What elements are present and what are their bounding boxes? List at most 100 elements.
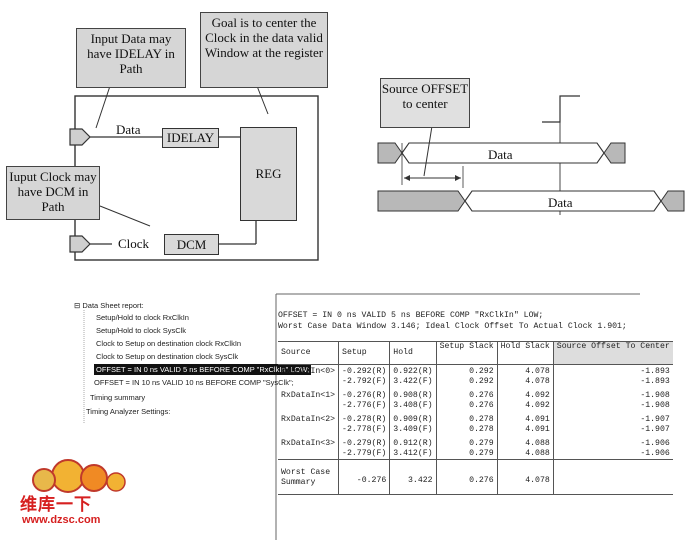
callout-input-clock: Iuput Clock may have DCM in Path xyxy=(6,166,100,220)
cell-setup: -0.279(R) xyxy=(342,439,387,448)
callout-pointer-data xyxy=(95,85,111,129)
cell-setup-slack: 0.279 xyxy=(469,439,494,448)
header-setup: Setup xyxy=(338,341,391,365)
callout-pointer-goal xyxy=(256,85,269,115)
cell-offset: -1.907 xyxy=(640,415,670,424)
tree-item-clock-setup-rxclkin[interactable]: Clock to Setup on destination clock RxCl… xyxy=(96,339,242,348)
callout-pointer-offset xyxy=(423,125,433,177)
cell-hold: 0.908(R) xyxy=(393,391,433,400)
cell-setup: -0.278(R) xyxy=(342,415,387,424)
cell-hold: 3.412(F) xyxy=(393,449,433,458)
cell-hold-slack: 4.078 xyxy=(525,377,550,386)
tree-item-offset-sysclk[interactable]: OFFSET = IN 10 ns VALID 10 ns BEFORE COM… xyxy=(94,378,294,387)
summary-setup-slack: 0.276 xyxy=(436,459,498,495)
cell-hold: 0.909(R) xyxy=(393,415,433,424)
report-window-line: Worst Case Data Window 3.146; Ideal Cloc… xyxy=(278,322,627,331)
cell-setup: -2.792(F) xyxy=(342,377,387,386)
watermark-logo: 维库一下 www.dzsc.com xyxy=(8,458,158,532)
upper-data-label: Data xyxy=(488,147,513,162)
cell-setup-slack: 0.279 xyxy=(469,449,494,458)
cell-setup-slack: 0.292 xyxy=(469,367,494,376)
logo-brand: 维库一下 xyxy=(20,495,92,515)
lower-invalid-right xyxy=(660,190,685,212)
cell-setup: -0.276(R) xyxy=(342,391,387,400)
summary-row: Worst Case Summary -0.276 3.422 0.276 4.… xyxy=(278,459,673,495)
cell-hold-slack: 4.078 xyxy=(525,367,550,376)
callout-goal-text: Goal is to center the Clock in the data … xyxy=(204,15,324,60)
clock-edge xyxy=(542,95,580,123)
header-setup-slack: Setup Slack xyxy=(436,341,498,365)
table-row: RxDataIn<2> -0.278(R)-2.778(F) 0.909(R)3… xyxy=(278,411,673,435)
cell-hold-slack: 4.088 xyxy=(525,439,550,448)
cell-offset: -1.908 xyxy=(640,391,670,400)
cell-setup: -0.292(R) xyxy=(342,367,387,376)
logo-url: www.dzsc.com xyxy=(22,514,101,526)
cell-setup: -2.778(F) xyxy=(342,425,387,434)
tree-item-offset-rxclkin[interactable]: OFFSET = IN 0 ns VALID 5 ns BEFORE COMP … xyxy=(94,364,312,375)
tree-item-timing-summary[interactable]: Timing summary xyxy=(90,393,146,402)
cell-setup-slack: 0.278 xyxy=(469,425,494,434)
idelay-block: IDELAY xyxy=(162,128,219,148)
offset-arrow-head-left xyxy=(404,175,410,181)
cell-source: RxDataIn<2> xyxy=(278,411,340,435)
cell-hold: 0.922(R) xyxy=(393,367,433,376)
cell-offset: -1.893 xyxy=(640,377,670,386)
cell-hold-slack: 4.091 xyxy=(525,425,550,434)
cell-setup: -2.779(F) xyxy=(342,449,387,458)
lower-invalid-left xyxy=(377,190,466,212)
cell-hold: 3.408(F) xyxy=(393,401,433,410)
callout-input-data-text: Input Data may have IDELAY in Path xyxy=(87,31,175,76)
cell-source: RxDataIn<1> xyxy=(278,387,340,411)
cell-offset: -1.906 xyxy=(640,439,670,448)
dcm-block: DCM xyxy=(164,234,219,255)
callout-source-offset: Source OFFSET to center xyxy=(380,78,470,128)
clock-label: Clock xyxy=(118,236,150,251)
tree-item-analyzer-settings[interactable]: Timing Analyzer Settings: xyxy=(86,407,171,416)
table-row: RxDataIn<1> -0.276(R)-2.776(F) 0.908(R)3… xyxy=(278,387,673,411)
offset-arrow-head-right xyxy=(455,175,461,181)
summary-setup: -0.276 xyxy=(338,459,391,495)
tree-root-label: Data Sheet report: xyxy=(82,301,144,310)
cell-hold: 3.409(F) xyxy=(393,425,433,434)
callout-input-clock-text: Iuput Clock may have DCM in Path xyxy=(9,169,97,214)
summary-label: Worst Case Summary xyxy=(278,459,340,495)
header-hold: Hold xyxy=(389,341,437,365)
cell-source: RxDataIn<3> xyxy=(278,435,340,460)
header-hold-slack: Hold Slack xyxy=(497,341,554,365)
cell-hold-slack: 4.091 xyxy=(525,415,550,424)
cell-hold-slack: 4.092 xyxy=(525,391,550,400)
clock-input-pad xyxy=(69,235,91,253)
cell-offset: -1.893 xyxy=(640,367,670,376)
offset-table: Source Setup Hold Setup Slack Hold Slack… xyxy=(278,341,673,495)
summary-hold: 3.422 xyxy=(389,459,437,495)
callout-goal: Goal is to center the Clock in the data … xyxy=(200,12,328,88)
data-label: Data xyxy=(116,122,141,137)
table-row: RxDataIn<3> -0.279(R)-2.779(F) 0.912(R)3… xyxy=(278,435,673,460)
data-input-pad xyxy=(69,128,91,146)
cell-hold: 3.422(F) xyxy=(393,377,433,386)
tree-item-setup-hold-sysclk[interactable]: Setup/Hold to clock SysClk xyxy=(96,326,187,335)
table-header-row: Source Setup Hold Setup Slack Hold Slack… xyxy=(278,341,673,365)
tree-item-setup-hold-rxclkin[interactable]: Setup/Hold to clock RxClkIn xyxy=(96,313,189,322)
callout-pointer-clock xyxy=(99,205,151,227)
cell-offset: -1.907 xyxy=(640,425,670,434)
cell-setup-slack: 0.276 xyxy=(469,401,494,410)
summary-hold-slack: 4.078 xyxy=(497,459,554,495)
logo-graphic xyxy=(32,459,126,493)
header-source: Source xyxy=(278,341,340,365)
cell-hold: 0.912(R) xyxy=(393,439,433,448)
table-row: RxDataIn<0> -0.292(R)-2.792(F) 0.922(R)3… xyxy=(278,364,673,387)
cell-offset: -1.906 xyxy=(640,449,670,458)
reg-block: REG xyxy=(240,127,297,221)
tree-root[interactable]: ⊟ Data Sheet report: xyxy=(74,300,144,311)
callout-input-data: Input Data may have IDELAY in Path xyxy=(76,28,186,88)
cell-source: RxDataIn<0> xyxy=(278,364,340,387)
cell-hold-slack: 4.088 xyxy=(525,449,550,458)
upper-invalid-right xyxy=(603,142,626,164)
header-source-offset: Source Offset To Center xyxy=(553,341,673,365)
tree-expand-icon[interactable]: ⊟ xyxy=(74,301,83,310)
tree-item-clock-setup-sysclk[interactable]: Clock to Setup on destination clock SysC… xyxy=(96,352,239,361)
cell-setup: -2.776(F) xyxy=(342,401,387,410)
lower-data-label: Data xyxy=(548,195,573,210)
cell-offset: -1.908 xyxy=(640,401,670,410)
